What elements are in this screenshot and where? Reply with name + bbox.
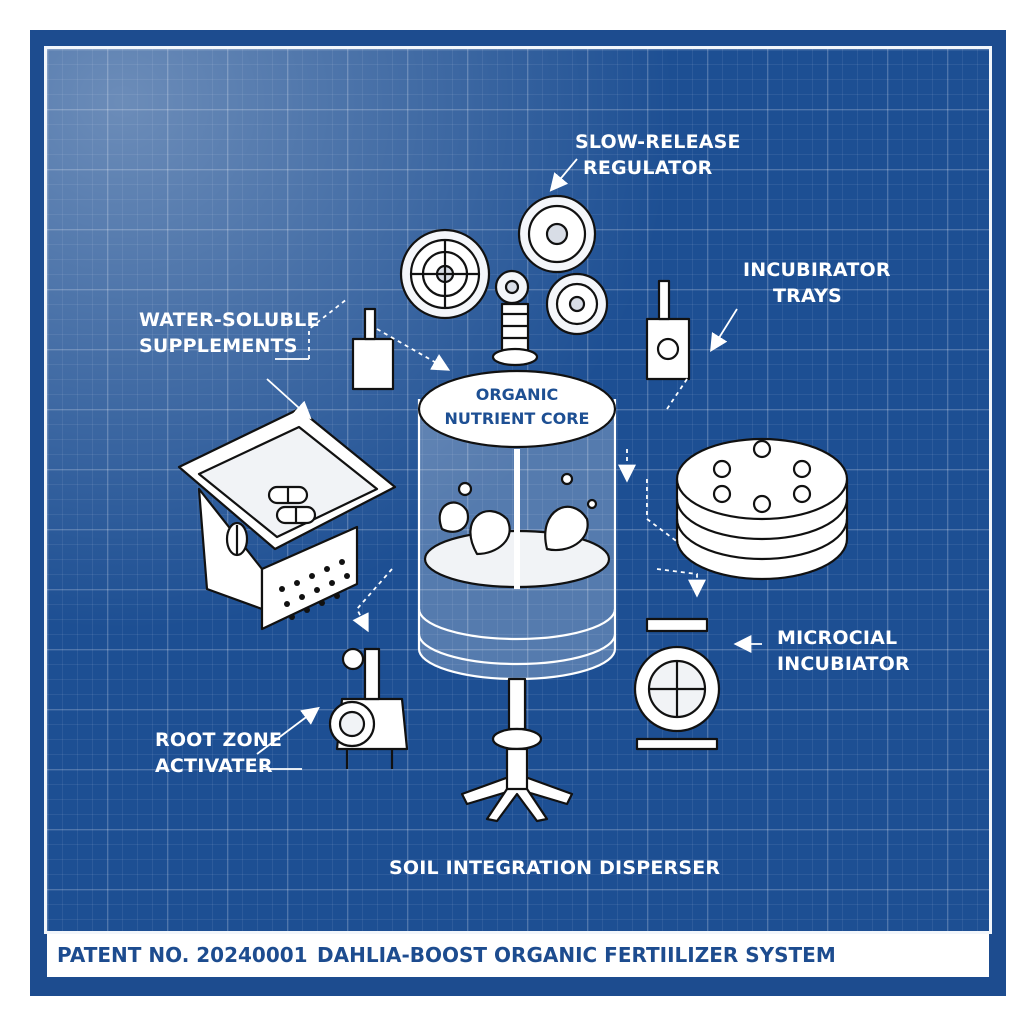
label-incubator-trays: INCUBIRATOR TRAYS	[743, 257, 891, 309]
supplement-hopper	[177, 407, 397, 631]
leaf-icon	[225, 521, 249, 557]
label-line: NUTRIENT CORE	[444, 409, 590, 428]
label-line: ROOT ZONE	[155, 729, 283, 751]
label-line: SUPPLEMENTS	[139, 335, 298, 357]
label-line: ORGANIC	[475, 385, 559, 404]
leader-lines	[256, 158, 762, 770]
gear-icon	[517, 194, 597, 274]
label-line: INCUBIRATOR	[743, 259, 891, 281]
label-line: WATER-SOLUBLE	[139, 309, 320, 331]
soil-integration-disperser	[460, 677, 574, 823]
patent-number: PATENT NO. 20240001	[57, 943, 308, 967]
label-root-zone-activater: ROOT ZONE ACTIVATER	[155, 727, 282, 779]
system-title: DAHLIA-BOOST ORGANIC FERTIILIZER SYSTEM	[317, 943, 836, 967]
slow-release-regulator	[399, 194, 609, 367]
capsule-icon	[267, 485, 317, 525]
label-slow-release-regulator: SLOW-RELEASE REGULATOR	[575, 129, 741, 181]
label-line: MICROCIAL	[777, 627, 898, 649]
blueprint-sheet: SLOW-RELEASE REGULATOR INCUBIRATOR TRAYS…	[44, 46, 992, 934]
blueprint-frame: SLOW-RELEASE REGULATOR INCUBIRATOR TRAYS…	[30, 30, 1006, 996]
label-line: ACTIVATER	[155, 755, 273, 777]
root-zone-activater	[328, 647, 409, 769]
organic-nutrient-core	[417, 369, 617, 681]
valve-icon	[645, 279, 691, 381]
label-line: SOIL INTEGRATION DISPERSER	[389, 857, 721, 879]
label-organic-nutrient-core: ORGANIC NUTRIENT CORE	[417, 383, 617, 431]
title-block: PATENT NO. 20240001 DAHLIA-BOOST ORGANIC…	[44, 934, 992, 980]
label-microbial-incubator: MICROCIAL INCUBIATOR	[777, 625, 910, 677]
valve-icon	[351, 307, 395, 391]
label-line: INCUBIATOR	[777, 653, 910, 675]
gear-icon	[494, 269, 530, 305]
tray-icon	[712, 439, 812, 514]
incubator-trays	[675, 437, 849, 581]
gear-icon	[399, 228, 491, 320]
label-water-soluble-supplements: WATER-SOLUBLE SUPPLEMENTS	[139, 307, 320, 359]
leaf-icon	[544, 505, 589, 552]
leaf-icon	[469, 509, 511, 556]
exploded-diagram	[177, 158, 849, 823]
label-line: SLOW-RELEASE	[575, 131, 741, 153]
label-line: REGULATOR	[583, 157, 713, 179]
leaf-icon	[438, 501, 470, 533]
microbial-incubator	[633, 617, 721, 751]
label-soil-integration-disperser: SOIL INTEGRATION DISPERSER	[389, 855, 720, 881]
label-line: TRAYS	[773, 285, 842, 307]
gear-icon	[545, 272, 609, 336]
